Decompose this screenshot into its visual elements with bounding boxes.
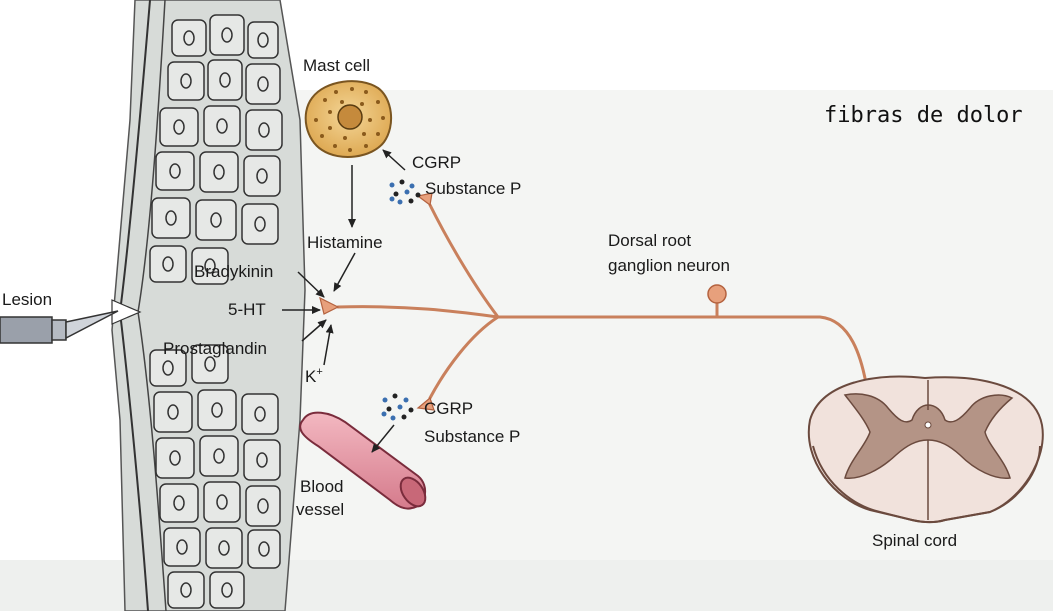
label-spinal-cord: Spinal cord — [872, 531, 957, 550]
label-drg-line1: Dorsal root — [608, 231, 691, 250]
label-vessel: vessel — [296, 500, 344, 519]
dorsal-root-ganglion-soma — [708, 285, 726, 303]
mast-cell — [306, 81, 391, 157]
label-cgrp-top: CGRP — [412, 153, 461, 172]
label-blood: Blood — [300, 477, 343, 496]
lesion-needle — [0, 311, 118, 343]
label-mast-cell: Mast cell — [303, 56, 370, 75]
label-lesion: Lesion — [2, 290, 52, 309]
figure-title: fibras de dolor — [824, 103, 1023, 128]
label-substance-p-top: Substance P — [425, 179, 521, 198]
label-drg-line2: ganglion neuron — [608, 256, 730, 275]
label-cgrp-bottom: CGRP — [424, 399, 473, 418]
skin-tissue — [112, 0, 305, 611]
label-5ht: 5-HT — [228, 300, 266, 319]
label-substance-p-bottom: Substance P — [424, 427, 520, 446]
label-prostaglandin: Prostaglandin — [163, 339, 267, 358]
label-bradykinin: Bradykinin — [194, 262, 273, 281]
label-histamine: Histamine — [307, 233, 383, 252]
